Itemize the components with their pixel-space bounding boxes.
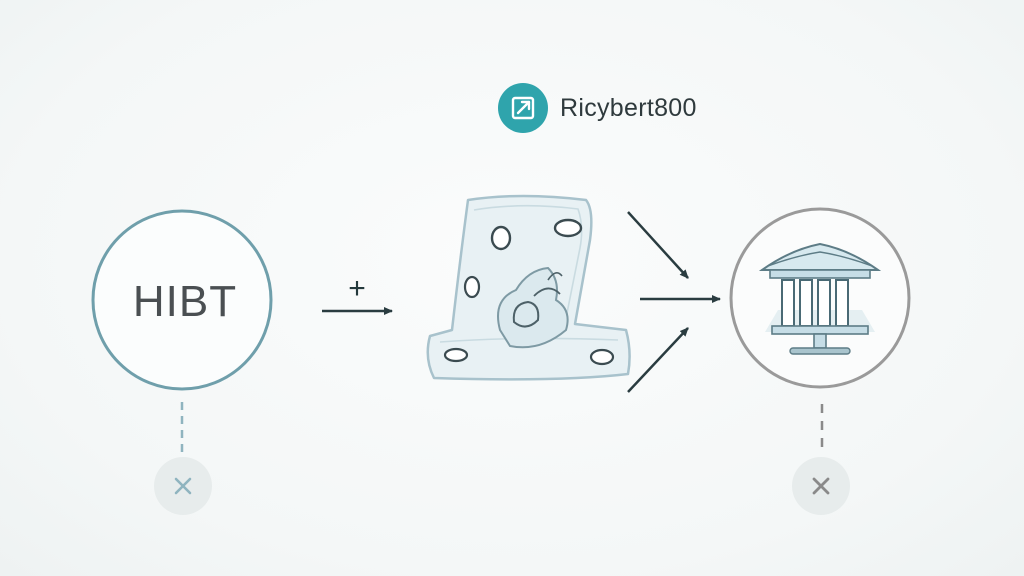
brand-name: Ricybert800 [560, 93, 697, 122]
cheese-block-icon [426, 194, 631, 381]
brand-header: Ricybert800 [498, 83, 697, 133]
output-arrows [627, 211, 721, 393]
brand-badge [498, 83, 548, 133]
arrow-lower [627, 327, 689, 393]
left-dismiss-button[interactable] [154, 457, 212, 515]
close-icon [812, 477, 830, 495]
left-node-ring [91, 209, 273, 391]
left-node: HIBT [91, 209, 273, 391]
right-node [729, 207, 911, 389]
close-icon [174, 477, 192, 495]
connector-plus-label: + [348, 272, 366, 305]
arrow-upper [627, 211, 689, 279]
external-link-square-icon [511, 96, 535, 120]
bank-building-icon [758, 242, 882, 355]
left-node-label: HIBT [133, 277, 237, 326]
right-dismiss-button[interactable] [792, 457, 850, 515]
input-connector: + [322, 272, 393, 315]
